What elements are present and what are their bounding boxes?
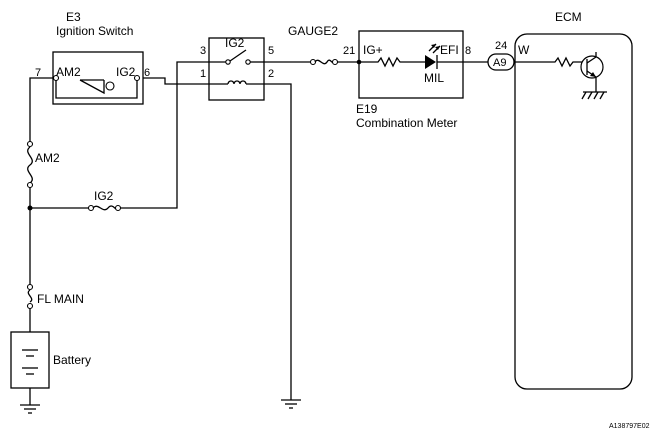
ecm-connector-a9: A9 [493,57,506,69]
gauge2-fuse [309,58,339,66]
mil-led-icon [425,43,463,69]
relay-ground-wire [264,83,292,400]
ecm-terminal-w: W [518,43,530,57]
relay-coil-feed-wire [143,77,209,85]
ignition-switch-title: Ignition Switch [56,24,133,38]
battery-label: Battery [53,353,91,367]
ignition-switch-contact-symbol [52,74,141,99]
meter-terminal-dot [356,59,362,65]
am2-fuse [26,140,34,189]
left-supply-wire [27,61,209,405]
ecm-box [514,33,633,390]
ig2-fuse-label: IG2 [94,189,114,203]
combination-meter-box [358,30,464,99]
ignition-switch-pin-7: 7 [35,67,41,79]
relay-coil-symbol [209,80,264,85]
battery-ground-icon [20,404,40,414]
ecm-title: ECM [555,10,582,24]
relay-pin-2: 2 [268,68,274,80]
am2-fuse-label: AM2 [35,151,60,165]
ecm-pin-24: 24 [495,40,507,52]
battery-symbol [10,331,50,389]
relay-pin-5: 5 [268,45,274,57]
mil-label: MIL [424,71,444,85]
relay-pin-1: 1 [200,68,206,80]
fl-main-label: FL MAIN [37,292,84,306]
gauge2-fuse-label: GAUGE2 [288,24,338,38]
relay-pin-3: 3 [200,45,206,57]
combination-meter-code: E19 [356,102,378,116]
figure-id: A138797E02 [609,423,650,430]
ecm-ground-icon [581,90,607,100]
meter-terminal-efi: EFI [440,43,459,57]
ignition-switch-pin-6: 6 [144,67,150,79]
meter-pin-21: 21 [343,45,355,57]
ignition-switch-code: E3 [66,10,81,24]
relay-box [208,37,265,101]
relay-title: IG2 [225,36,245,50]
meter-resistor-icon [361,56,425,68]
ignition-switch-terminal-am2: AM2 [56,65,81,79]
relay-ground-icon [281,399,301,409]
ecm-transistor-icon [580,52,604,90]
relay-contact-symbol [209,49,264,65]
fl-main-fusible-link [26,283,34,310]
ignition-switch-terminal-ig2: IG2 [116,65,136,79]
meter-terminal-ig: IG+ [363,43,383,57]
meter-pin-8: 8 [465,45,471,57]
ig2-fuse [87,204,122,212]
combination-meter-title: Combination Meter [356,116,457,130]
ecm-resistor-icon [515,56,585,68]
